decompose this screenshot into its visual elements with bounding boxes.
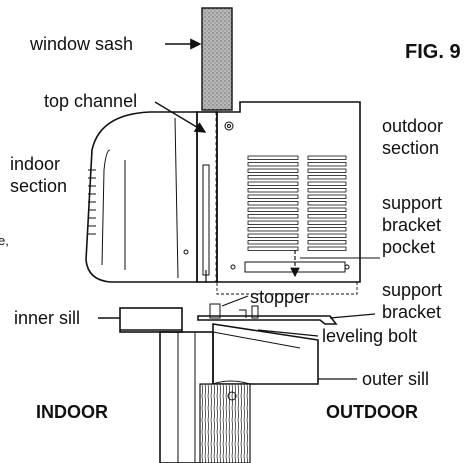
wood-stud [199,383,251,463]
louver-slot [307,201,347,206]
support-bracket [197,303,338,325]
label-outdoor-section-2: section [382,138,439,158]
top-channel-arrow [154,101,207,133]
figure-number: FIG. 9 [405,41,461,63]
label-edge-fragment: e, [0,233,9,248]
louver-slot [247,240,299,245]
louver-slot [247,194,299,199]
louver-slot [307,194,347,199]
louver-slot [247,175,299,180]
outdoor-section-unit [216,101,361,283]
louver-slot [307,227,347,232]
indoor-section-unit [85,111,198,283]
outdoor-louvers [247,155,347,251]
louver-slot [247,162,299,167]
louver-slot [247,168,299,173]
label-indoor: INDOOR [36,402,108,422]
louver-slot [307,155,347,160]
louver-slot [247,233,299,238]
label-top-channel: top channel [44,91,137,111]
louver-slot [307,246,347,251]
label-outdoor: OUTDOOR [326,402,418,422]
support-bracket-leader [329,313,376,319]
louver-slot [307,162,347,167]
label-stopper: stopper [250,287,310,307]
louver-slot [307,240,347,245]
louver-slot [307,168,347,173]
louver-slot [247,220,299,225]
label-pocket-2: bracket [382,215,441,235]
louver-slot [247,227,299,232]
louver-slot [247,188,299,193]
indoor-vent-lines [88,169,96,235]
label-indoor-section-1: indoor [10,154,60,174]
inner-sill [119,307,183,333]
louver-slot [307,233,347,238]
label-support-bracket-2: bracket [382,302,441,322]
louver-slot [247,201,299,206]
outer-sill [212,323,319,385]
louver-slot [307,207,347,212]
bottom-dashed-box [216,281,358,295]
label-indoor-section-2: section [10,176,67,196]
leveling-bolt-leader [257,329,319,337]
label-pocket-3: pocket [382,237,435,257]
label-leveling-bolt: leveling bolt [322,326,417,346]
wall-structure [159,331,251,463]
louver-slot [307,181,347,186]
louver-slot [247,246,299,251]
louver-slot [247,207,299,212]
louver-slot [247,214,299,219]
louver-slot [247,181,299,186]
label-pocket-1: support [382,193,442,213]
louver-slot [307,188,347,193]
louver-slot [307,214,347,219]
stopper-leader [221,295,249,307]
label-support-bracket-1: support [382,280,442,300]
louver-slot [307,220,347,225]
label-outer-sill: outer sill [362,369,429,389]
label-window-sash: window sash [29,34,133,54]
label-outdoor-section-1: outdoor [382,116,443,136]
louver-slot [307,175,347,180]
window-sash [201,7,233,111]
louver-slot [247,155,299,160]
label-inner-sill: inner sill [14,308,80,328]
center-channel [196,111,218,283]
